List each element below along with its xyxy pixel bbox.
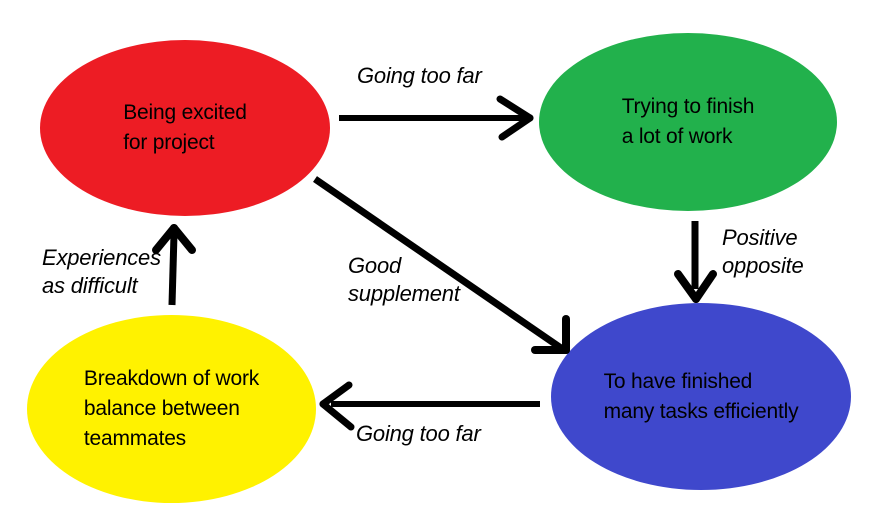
node-finished-tasks: To have finished many tasks efficiently [551, 303, 851, 490]
node-work-breakdown-label: Breakdown of work balance between teamma… [83, 367, 260, 450]
node-work-breakdown: Breakdown of work balance between teamma… [27, 315, 316, 503]
node-trying-to-finish: Trying to finish a lot of work [539, 33, 837, 211]
edge-label-going-too-far-top: Going too far [357, 63, 482, 88]
edge-label-good-supplement: Good supplement [348, 253, 460, 306]
edge-label-positive-opposite: Positive opposite [722, 225, 804, 278]
edge-label-experiences-as-difficult: Experiences as difficult [42, 245, 161, 298]
arrow-breakdown-to-excited [152, 224, 196, 306]
arrow-excited-to-trying [339, 95, 534, 141]
edge-label-going-too-far-bottom: Going too far [356, 421, 481, 446]
arrow-trying-to-finished [674, 221, 717, 303]
node-being-excited: Being excited for project [40, 40, 330, 216]
arrow-excited-to-finished [313, 176, 570, 354]
node-finished-tasks-label: To have finished many tasks efficiently [603, 369, 799, 423]
node-being-excited-label: Being excited for project [123, 101, 247, 154]
node-trying-to-finish-label: Trying to finish a lot of work [621, 95, 755, 148]
arrow-finished-to-breakdown [319, 381, 540, 431]
